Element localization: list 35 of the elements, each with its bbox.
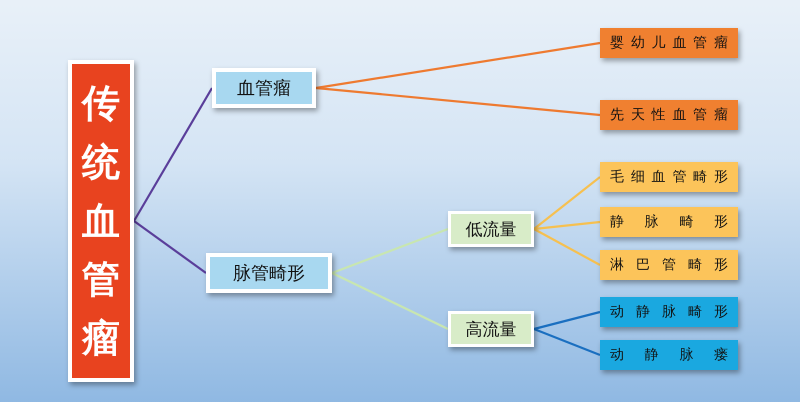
connector-line xyxy=(533,228,601,266)
category-box xyxy=(206,253,332,293)
category-box xyxy=(600,162,738,192)
category-box xyxy=(448,211,534,247)
title-box xyxy=(68,60,134,382)
category-box xyxy=(600,100,738,130)
category-box xyxy=(600,207,738,237)
node-label: 脉管畸形 xyxy=(233,262,305,285)
node-label: 先天性血管瘤 xyxy=(610,106,728,124)
node-label: 动静脉瘘 xyxy=(610,346,728,364)
node-label: 淋巴管畸形 xyxy=(610,256,728,274)
node-label: 高流量 xyxy=(466,318,516,340)
node-label: 动静脉畸形 xyxy=(610,303,728,321)
category-box xyxy=(212,68,316,108)
connector-line xyxy=(534,328,600,356)
node-label: 传统血管瘤 xyxy=(82,78,120,362)
node-label: 婴幼儿血管瘤 xyxy=(610,34,728,52)
node-label: 低流量 xyxy=(466,218,516,240)
node-label: 静脉畸形 xyxy=(610,213,728,231)
category-box xyxy=(600,340,738,370)
connector-line xyxy=(316,42,600,90)
category-box xyxy=(600,28,738,58)
connector-line xyxy=(133,220,207,274)
connector-line xyxy=(533,176,601,230)
connector-line xyxy=(332,228,448,274)
connector-line xyxy=(332,272,448,330)
connector-line xyxy=(133,87,213,222)
connector-line xyxy=(534,220,600,230)
connector-line xyxy=(316,86,600,116)
connector-line xyxy=(534,310,600,330)
category-box xyxy=(600,297,738,327)
node-label: 毛细血管畸形 xyxy=(610,168,728,186)
category-box xyxy=(448,311,534,347)
node-label: 血管瘤 xyxy=(237,77,291,100)
category-box xyxy=(600,250,738,280)
